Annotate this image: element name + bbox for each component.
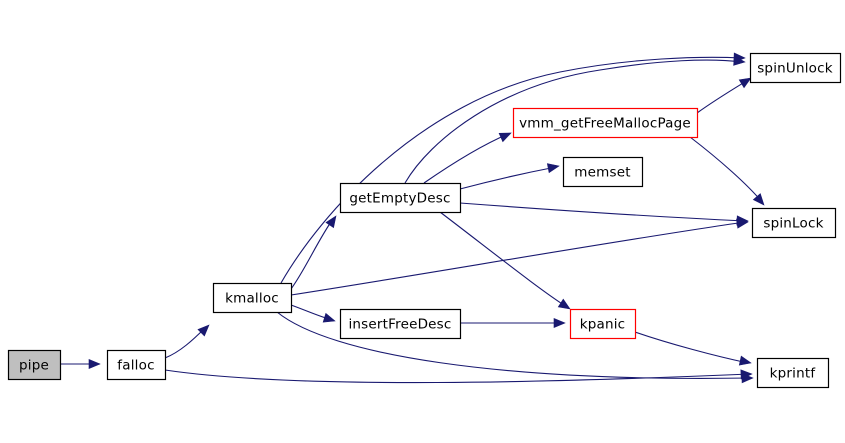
node-box-pipe[interactable] [7, 349, 62, 381]
edge-kmalloc-to-spinUnlock [280, 56, 743, 284]
node-spinUnlock[interactable]: spinUnlock [749, 52, 842, 84]
node-label-insertFreeDesc: insertFreeDesc [348, 317, 451, 333]
arrowhead-getEmptyDesc-to-kpanic [557, 298, 571, 310]
node-box-spinUnlock[interactable] [749, 52, 842, 84]
node-label-kmalloc: kmalloc [225, 291, 279, 307]
edge-getEmptyDesc-to-memset [459, 166, 557, 190]
node-label-getEmptyDesc: getEmptyDesc [349, 191, 450, 207]
node-label-vmm_getFreeMallocPage: vmm_getFreeMallocPage [519, 116, 691, 132]
edge-vmm_getFreeMallocPage-to-spinLock [689, 136, 763, 203]
node-box-falloc[interactable] [106, 349, 167, 381]
arrowhead-getEmptyDesc-to-spinUnlock [733, 55, 746, 66]
edge-falloc-to-kprintf [164, 369, 751, 384]
arrowhead-kmalloc-to-getEmptyDesc [325, 215, 337, 229]
node-falloc[interactable]: falloc [106, 349, 167, 381]
arrowhead-getEmptyDesc-to-memset [546, 163, 560, 174]
node-vmm_getFreeMallocPage[interactable]: vmm_getFreeMallocPage [512, 107, 699, 139]
node-memset[interactable]: memset [562, 156, 644, 188]
node-label-memset: memset [574, 165, 630, 181]
node-box-insertFreeDesc[interactable] [339, 308, 462, 340]
edge-kpanic-to-kprintf [634, 331, 749, 364]
edge-kmalloc-to-kprintf [276, 311, 751, 379]
arrowhead-falloc-to-kmalloc [197, 324, 210, 337]
node-insertFreeDesc[interactable]: insertFreeDesc [339, 308, 462, 340]
node-label-kprintf: kprintf [770, 366, 817, 382]
arrowhead-vmm_getFreeMallocPage-to-spinUnlock [738, 77, 752, 89]
edge-kmalloc-to-getEmptyDesc [290, 218, 334, 290]
node-label-spinUnlock: spinUnlock [757, 61, 833, 77]
node-box-kmalloc[interactable] [212, 282, 293, 314]
node-kpanic[interactable]: kpanic [569, 308, 637, 340]
node-label-kpanic: kpanic [580, 317, 626, 333]
node-layer: pipe falloc kmalloc getEmptyDesc insertFreeD… [7, 52, 842, 389]
node-box-kpanic[interactable] [569, 308, 637, 340]
node-spinLock[interactable]: spinLock [751, 207, 837, 239]
node-box-spinLock[interactable] [751, 207, 837, 239]
edge-getEmptyDesc-to-kpanic [439, 211, 568, 308]
arrowhead-insertFreeDesc-to-kpanic [553, 317, 566, 329]
node-box-memset[interactable] [562, 156, 644, 188]
node-getEmptyDesc[interactable]: getEmptyDesc [339, 182, 462, 214]
node-label-pipe: pipe [19, 358, 49, 374]
arrowhead-pipe-to-falloc [88, 358, 101, 370]
node-kmalloc[interactable]: kmalloc [212, 282, 293, 314]
edge-getEmptyDesc-to-vmm_getFreeMallocPage [423, 133, 509, 184]
node-box-getEmptyDesc[interactable] [339, 182, 462, 214]
node-box-kprintf[interactable] [756, 357, 830, 389]
node-pipe[interactable]: pipe [7, 349, 62, 381]
arrowhead-kmalloc-to-insertFreeDesc [322, 312, 336, 323]
arrowhead-kpanic-to-kprintf [738, 355, 752, 366]
arrowhead-kmalloc-to-kprintf [741, 373, 754, 384]
edge-layer [60, 52, 765, 384]
node-label-spinLock: spinLock [763, 216, 823, 232]
node-kprintf[interactable]: kprintf [756, 357, 830, 389]
node-box-vmm_getFreeMallocPage[interactable] [512, 107, 699, 139]
edge-kmalloc-to-spinLock [290, 221, 746, 296]
edge-vmm_getFreeMallocPage-to-spinUnlock [696, 79, 749, 114]
arrowhead-getEmptyDesc-to-spinLock [736, 215, 749, 226]
arrowhead-getEmptyDesc-to-vmm_getFreeMallocPage [498, 132, 512, 143]
arrowhead-vmm_getFreeMallocPage-to-spinLock [752, 193, 765, 206]
edge-getEmptyDesc-to-spinUnlock [404, 59, 743, 184]
edge-getEmptyDesc-to-spinLock [459, 202, 746, 222]
node-label-falloc: falloc [117, 358, 154, 374]
